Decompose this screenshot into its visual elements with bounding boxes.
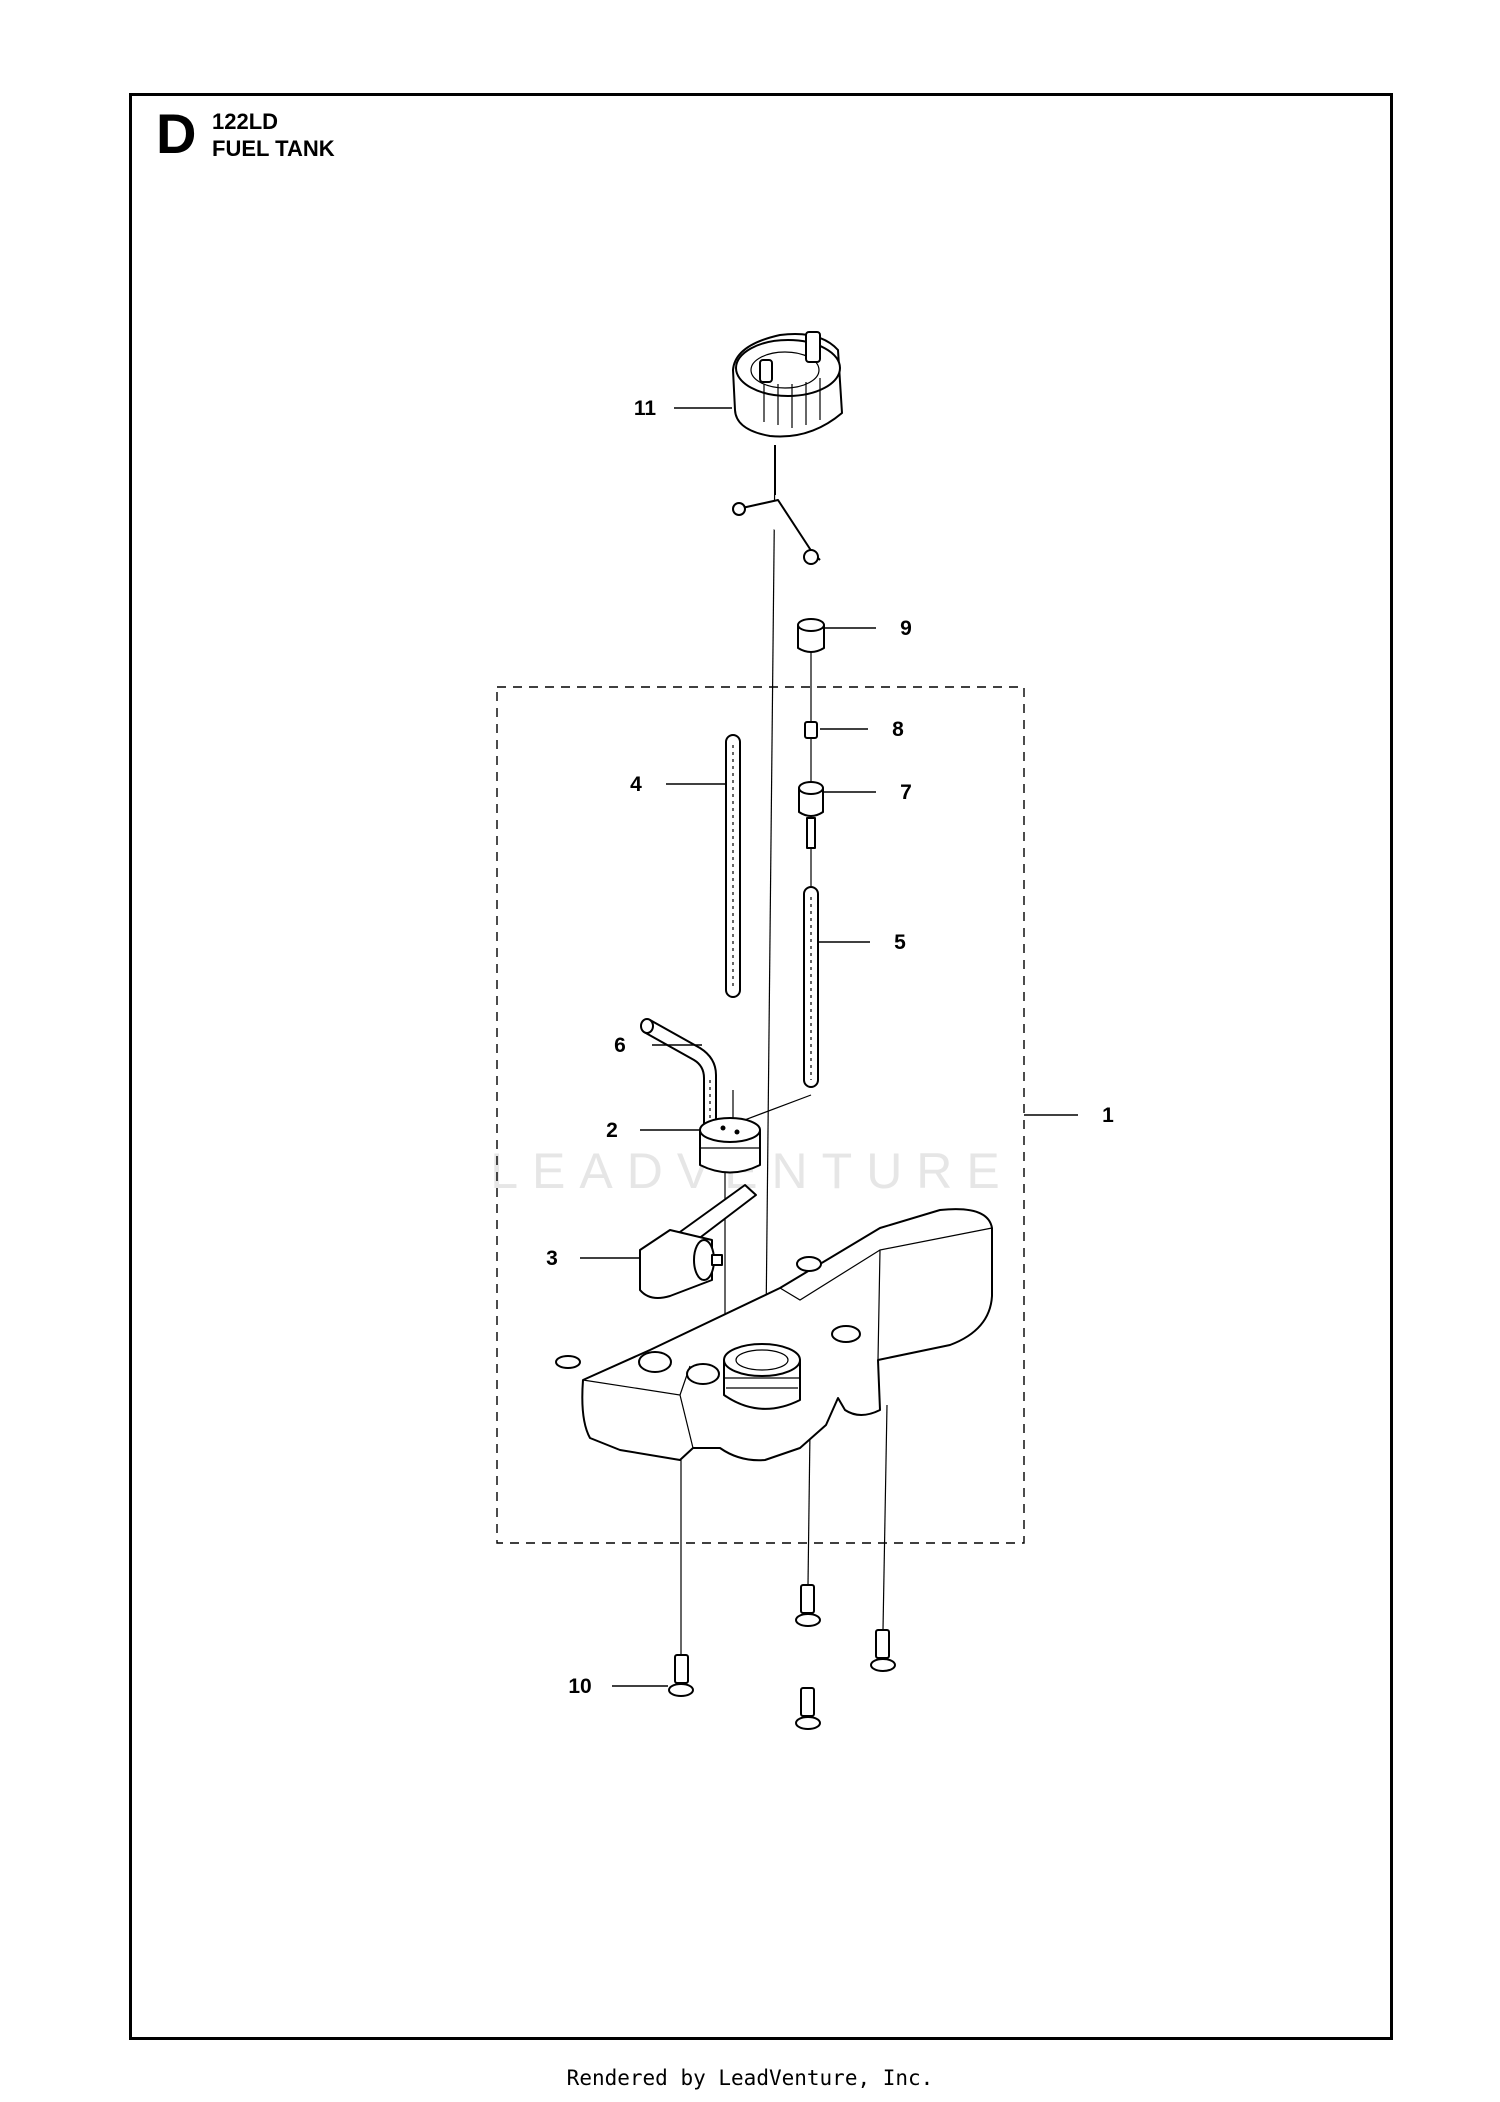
callout-2: 2 (606, 1119, 618, 1142)
fuel-hose-long (725, 734, 741, 998)
section-letter: D (156, 102, 197, 165)
section-title: FUEL TANK (212, 136, 335, 161)
filter-cap (797, 618, 825, 653)
grommet (699, 1117, 761, 1174)
callout-8: 8 (892, 718, 904, 741)
diagram-frame (129, 93, 1393, 2040)
fuel-pickup (639, 1184, 757, 1299)
assembly-boundary (496, 686, 1025, 1544)
screw-center-lower (795, 1687, 821, 1730)
fuel-filter-small (804, 721, 818, 739)
model-title: 122LD (212, 109, 279, 134)
callout-4: 4 (630, 773, 642, 796)
callout-11: 11 (634, 397, 657, 420)
callout-7: 7 (900, 781, 912, 804)
fuel-tank (555, 1208, 993, 1462)
bent-hose (640, 1018, 717, 1141)
callout-5: 5 (894, 931, 906, 954)
callout-10: 10 (568, 1675, 591, 1698)
fuel-cap (732, 331, 843, 565)
screw-right (870, 1629, 896, 1672)
axis-screw-right (882, 1404, 888, 1631)
fuel-filter (798, 781, 824, 849)
footer-credit: Rendered by LeadVenture, Inc. (566, 2066, 934, 2090)
callout-6: 6 (614, 1034, 626, 1057)
fuel-hose (803, 886, 819, 1088)
callout-3: 3 (546, 1247, 558, 1270)
axis-cap-to-tank (764, 454, 776, 1421)
screw-center-upper (795, 1584, 821, 1627)
callout-9: 9 (900, 617, 912, 640)
axis-screw-center (807, 1429, 811, 1586)
screw-left (668, 1654, 694, 1697)
callout-1: 1 (1102, 1104, 1114, 1127)
